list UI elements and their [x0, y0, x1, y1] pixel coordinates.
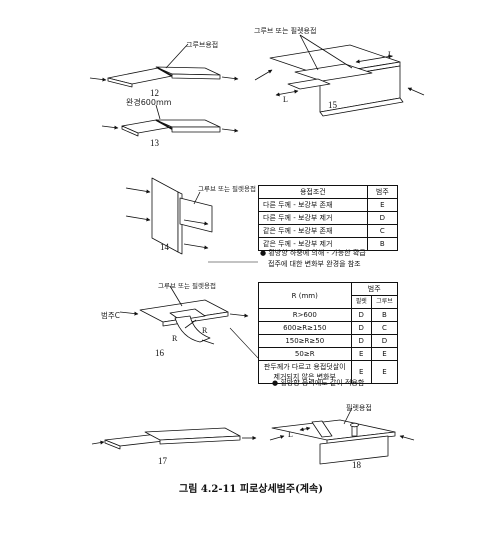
table2-sub-groove: 그루브	[370, 295, 399, 309]
table1-cell: C	[366, 224, 399, 238]
table2-cell: E	[370, 347, 399, 361]
detail-18-number: 18	[352, 460, 361, 470]
table1-cell: 같은 두께 - 보강부 존재	[258, 224, 368, 238]
table2-cell: D	[350, 308, 372, 322]
table-row: 150≥R≥50 D D	[258, 334, 399, 348]
table2-cell: D	[350, 321, 372, 335]
table2-cell: C	[370, 321, 399, 335]
table2-cell: E	[370, 360, 399, 384]
detail-13-drawing	[101, 104, 239, 137]
detail-18-drawing	[269, 407, 415, 465]
detail-16-radius-label: 범주C	[101, 311, 121, 320]
table-row: R>600 D B	[258, 308, 399, 322]
table2-cell-transition: 판두께가 다르고 용접덧살이 제거되지 않은 변화부	[258, 360, 352, 384]
detail-16-number: 16	[155, 348, 164, 358]
figure-caption: 그림 4.2-11 피로상세범주(계속)	[179, 484, 323, 495]
table1-header-condition: 용접조건	[258, 185, 368, 199]
detail-15-dim-L-bottom: L	[283, 95, 288, 104]
table1-cell: D	[366, 211, 399, 225]
detail-15-dim-L-top: L	[388, 50, 393, 59]
table2-cell: E	[350, 360, 372, 384]
detail-18-dim-L: L	[288, 430, 293, 439]
radius-category-table: R (mm) 범주 필렛 그루브 R>600 D B 600≥R≥150 D C…	[258, 282, 399, 384]
table1-cell: 다른 두께 - 보강부 존재	[258, 198, 368, 212]
table2-header-r: R (mm)	[258, 282, 352, 309]
table-row: 600≥R≥150 D C	[258, 321, 399, 335]
table-row: 판두께가 다르고 용접덧살이 제거되지 않은 변화부 E E	[258, 360, 399, 384]
table-row: 다른 두께 - 보강부 존재 E	[258, 198, 399, 212]
table2-cell: E	[350, 347, 372, 361]
detail-16-drawing	[119, 285, 249, 345]
detail-13-slope-label: 완경600mm	[126, 98, 172, 107]
table1-cell: E	[366, 198, 399, 212]
table-row: 같은 두께 - 보강부 제거 B	[258, 237, 399, 251]
detail-17-drawing	[91, 427, 257, 450]
weld-condition-table: 용접조건 범주 다른 두께 - 보강부 존재 E 다른 두께 - 보강부 제거 …	[258, 185, 399, 251]
table2-header-category: 범주	[350, 282, 398, 296]
table2-cell: D	[350, 334, 372, 348]
detail-16-dim-R1: R	[202, 326, 208, 335]
table1-cell: 다른 두께 - 보강부 제거	[258, 211, 368, 225]
table1-note-line2: 접주에 대한 변화부 완경을 참조	[268, 260, 361, 268]
table2-sub-fillet: 필렛	[350, 295, 372, 309]
detail-15-weld-label: 그루브 또는 필렛용접	[254, 27, 317, 35]
table2-cell: 50≥R	[258, 347, 352, 361]
detail-16-dim-R2: R	[172, 334, 178, 343]
table2-last-row-line2: 제거되지 않은 변화부	[273, 373, 336, 381]
table1-note-line1: ● 횡방향 하중에 의해 - 가능한 확급	[260, 249, 366, 257]
table1-header-category: 범주	[366, 185, 399, 199]
table2-cell: 600≥R≥150	[258, 321, 352, 335]
table-row: 같은 두께 - 보강부 존재 C	[258, 224, 399, 238]
table1-cell: B	[366, 237, 399, 251]
detail-15-number: 15	[328, 100, 337, 110]
detail-14-number: 14	[160, 242, 169, 252]
detail-15-drawing	[254, 34, 425, 117]
detail-14-drawing	[125, 177, 213, 255]
leader-line-16	[229, 327, 259, 359]
detail-18-weld-label: 필렛용접	[346, 404, 372, 412]
detail-14-weld-label: 그루브 또는 필렛용접	[198, 185, 256, 193]
table2-cell: 150≥R≥50	[258, 334, 352, 348]
table-row: 50≥R E E	[258, 347, 399, 361]
table2-note: ● 횡방향 응력에도 같이 적용함	[272, 379, 365, 387]
detail-16-weld-label: 그루브 또는 필렛용접	[158, 282, 216, 290]
detail-12-number: 12	[150, 88, 159, 98]
table-row: 다른 두께 - 보강부 제거 D	[258, 211, 399, 225]
detail-17-number: 17	[158, 456, 167, 466]
table1-note: ● 횡방향 하중에 의해 - 가능한 확급 접주에 대한 변화부 완경을 참조	[260, 248, 366, 270]
detail-13-number: 13	[150, 138, 159, 148]
table2-cell: R>600	[258, 308, 352, 322]
table2-cell: D	[370, 334, 399, 348]
detail-12-drawing	[89, 43, 239, 88]
table2-cell: B	[370, 308, 399, 322]
table2-last-row-line1: 판두께가 다르고 용접덧살이	[263, 363, 346, 371]
detail-12-weld-label: 그루브용접	[186, 41, 219, 49]
